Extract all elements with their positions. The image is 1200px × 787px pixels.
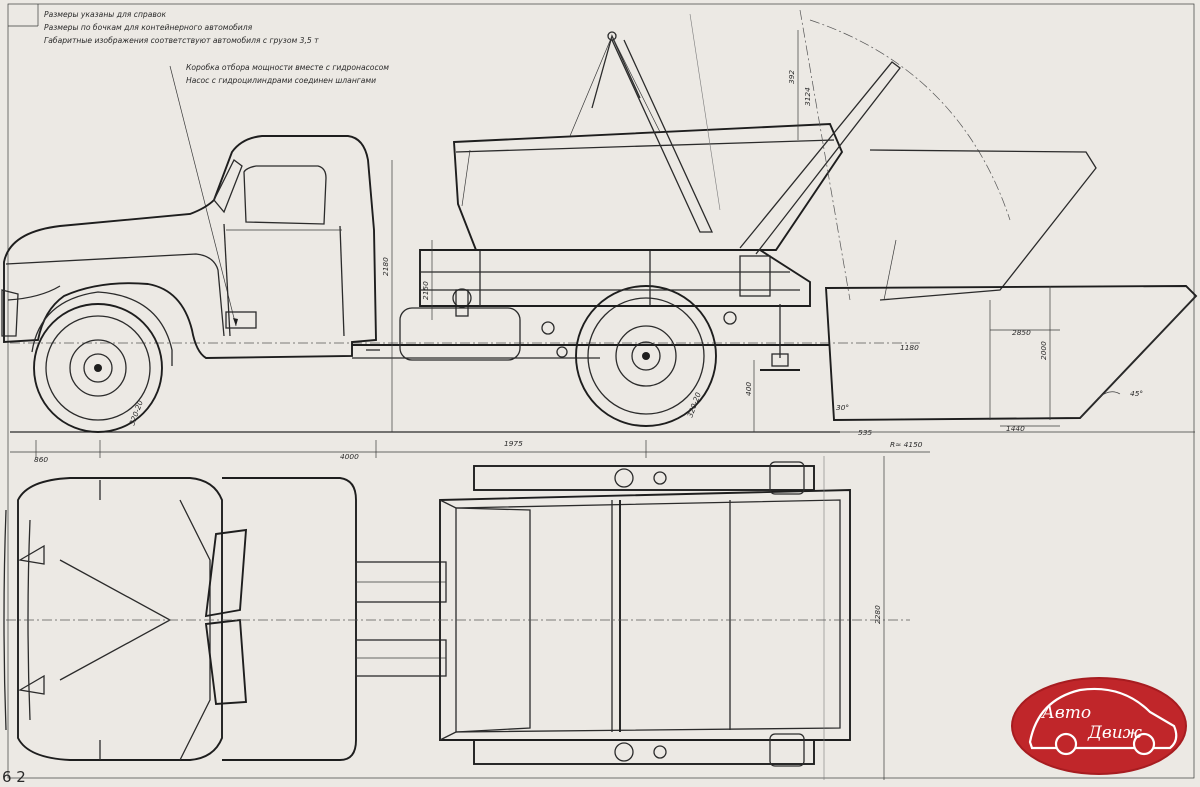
lift-arm-extended — [611, 39, 714, 233]
arm-frame — [419, 249, 811, 307]
callout-pump: Насос с гидроцилиндрами соединен шлангам… — [186, 76, 376, 85]
dim-2150: 2150 — [421, 281, 430, 300]
container-transport — [452, 123, 844, 251]
dim-1975: 1975 — [504, 439, 523, 448]
container-dropped — [824, 285, 1198, 421]
note-line-1: Размеры указаны для справок — [44, 10, 167, 19]
door-rear-edge — [339, 225, 345, 337]
page-number: 6 2 — [2, 768, 26, 786]
logo-word-1: Авто — [1041, 703, 1091, 723]
arm-top-upper — [473, 465, 815, 491]
container-top-outline — [439, 489, 851, 741]
arm-top-lower — [473, 739, 815, 765]
note-line-2: Размеры по бочкам для контейнерного авто… — [44, 23, 253, 32]
rear-wheel — [575, 285, 717, 427]
general-notes: Размеры указаны для справок Размеры по б… — [44, 10, 389, 327]
dim-2850: 2850 — [1012, 328, 1031, 337]
dim-1180: 1180 — [900, 343, 919, 352]
cab-top-outline — [17, 477, 223, 761]
dim-860: 860 — [34, 455, 48, 464]
angle-30-label: 30° — [836, 403, 849, 412]
tire-rear-label: 320-20 — [685, 391, 703, 419]
door-front-edge — [223, 223, 231, 337]
dim-2000: 2000 — [1039, 341, 1048, 360]
windshield-top-right — [204, 618, 248, 706]
windshield-top-left — [204, 528, 248, 618]
autodvizh-logo: Авто Движ — [1011, 677, 1187, 775]
container-tipped-top — [869, 149, 1097, 301]
fender-front-top — [7, 285, 61, 301]
hood-line — [5, 253, 225, 337]
dim-2180: 2180 — [381, 257, 390, 276]
dim-3124: 3124 — [803, 87, 812, 106]
dim-400: 400 — [744, 382, 753, 396]
cab-window — [243, 165, 327, 225]
note-line-3: Габаритные изображения соответствуют авт… — [44, 36, 319, 45]
windshield — [213, 159, 243, 214]
front-fender — [31, 291, 173, 366]
step — [225, 311, 257, 329]
pump-body — [455, 289, 469, 317]
angle-45-label: 45° — [1130, 389, 1143, 398]
grille — [1, 289, 19, 337]
dim-1440: 1440 — [1006, 424, 1025, 433]
dim-radius: R≈ 4150 — [890, 440, 923, 449]
side-view: 45° 2000 2850 1180 1440 R≈ 4150 535 30° … — [1, 9, 1198, 464]
front-wheel — [33, 303, 163, 433]
dim-2280: 2280 — [873, 605, 882, 624]
callout-pto: Коробка отбора мощности вместе с гидрона… — [186, 63, 389, 72]
swing-arc — [809, 19, 1011, 221]
cab-outline — [3, 135, 377, 359]
logo-word-2: Движ — [1087, 723, 1143, 743]
dim-4000: 4000 — [340, 452, 359, 461]
sheet-border — [7, 3, 1195, 779]
roof-top — [222, 477, 357, 761]
hook-arm-right — [739, 61, 901, 255]
front-bumper — [3, 509, 7, 731]
dim-392: 392 — [787, 70, 796, 84]
fuel-tank — [399, 307, 521, 361]
dim-535: 535 — [858, 428, 872, 437]
stabilizer-foot — [771, 353, 789, 367]
callout-leader-1 — [169, 65, 237, 327]
top-view: 2280 — [3, 456, 910, 780]
tire-front-label: 320-20 — [127, 399, 145, 427]
